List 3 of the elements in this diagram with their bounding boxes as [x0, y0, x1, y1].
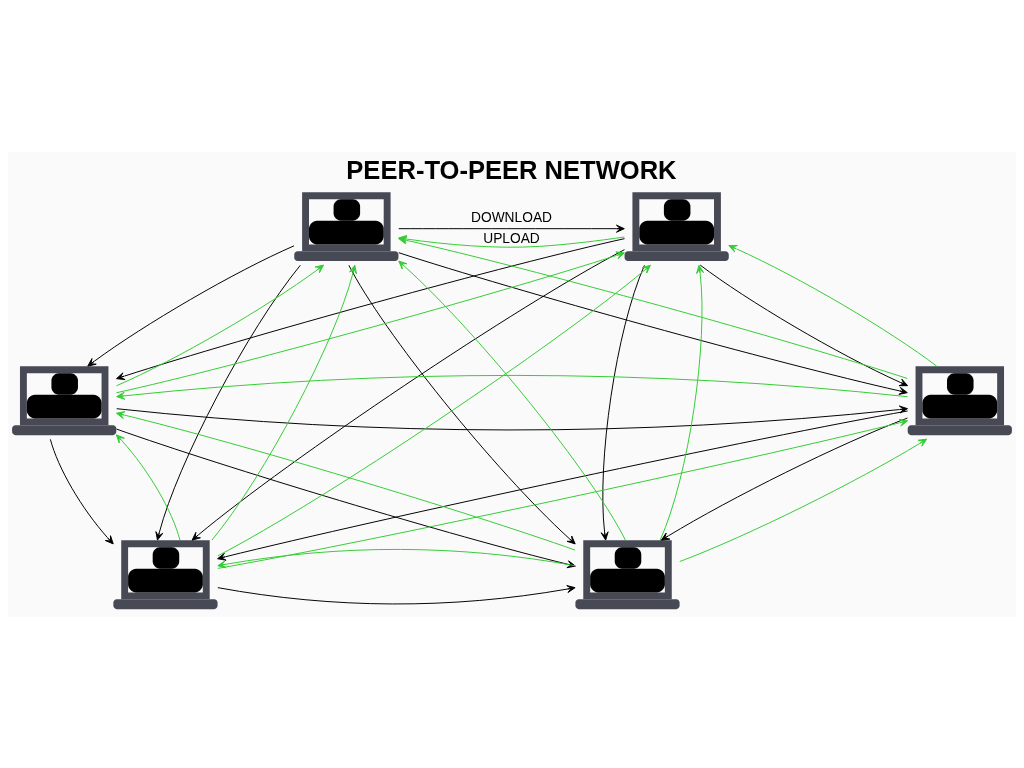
edge-label: UPLOAD [483, 230, 540, 246]
diagram-title: PEER-TO-PEER NETWORK [346, 155, 677, 184]
edge-label: DOWNLOAD [471, 209, 552, 225]
